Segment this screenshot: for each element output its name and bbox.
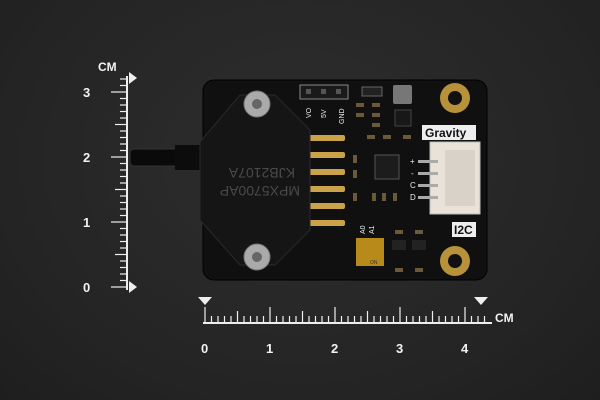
sensor-leads <box>300 135 345 226</box>
address-dip-switch <box>356 238 384 266</box>
regulator-chip <box>394 109 412 127</box>
pin-label: 5V <box>321 109 328 118</box>
marker-triangle <box>129 281 137 293</box>
sensor-marking: KJB2107A <box>228 165 295 181</box>
address-label: A1 <box>369 225 376 234</box>
adc-chip <box>374 154 400 180</box>
horizontal-ruler-label: 1 <box>266 341 273 356</box>
horizontal-ruler-unit: CM <box>495 311 514 325</box>
pin-label: GND <box>339 108 346 124</box>
vertical-ruler-label: 1 <box>83 215 90 230</box>
marker-triangle <box>474 297 488 305</box>
transistor <box>412 240 426 250</box>
inductor <box>393 85 412 104</box>
horizontal-ruler-label: 3 <box>396 341 403 356</box>
connector-pin-label: C <box>410 181 416 190</box>
sensor-marking: MPX5700AP <box>220 183 300 199</box>
gravity-label: Gravity <box>425 126 467 140</box>
horizontal-ruler-label: 2 <box>331 341 338 356</box>
vertical-ruler-label: 0 <box>83 280 90 295</box>
marker-triangle <box>129 72 137 84</box>
i2c-label: I2C <box>454 223 473 237</box>
horizontal-ruler-label: 4 <box>461 341 469 356</box>
connector-pin-label: - <box>411 169 414 178</box>
transistor <box>392 240 406 250</box>
vertical-ruler-label: 3 <box>83 85 90 100</box>
pin-label: VO <box>306 107 313 118</box>
connector-pin-label: + <box>410 157 415 166</box>
gravity-label-bg <box>422 125 476 140</box>
vertical-ruler: CM 3 2 1 0 <box>83 60 137 295</box>
vertical-ruler-label: 2 <box>83 150 90 165</box>
horizontal-ruler: CM 0 1 2 3 4 <box>198 297 514 356</box>
horizontal-ruler-label: 0 <box>201 341 208 356</box>
connector-pin-label: D <box>410 193 416 202</box>
switch-label: ON <box>370 260 378 266</box>
diode <box>361 86 383 97</box>
address-label: A0 <box>360 225 367 234</box>
i2c-label-bg <box>452 222 476 237</box>
vertical-ruler-unit: CM <box>98 60 117 74</box>
marker-triangle <box>198 297 212 305</box>
sensor-board: MPX5700AP KJB2107A VO 5V GND <box>129 79 488 281</box>
smd-components <box>353 103 423 272</box>
